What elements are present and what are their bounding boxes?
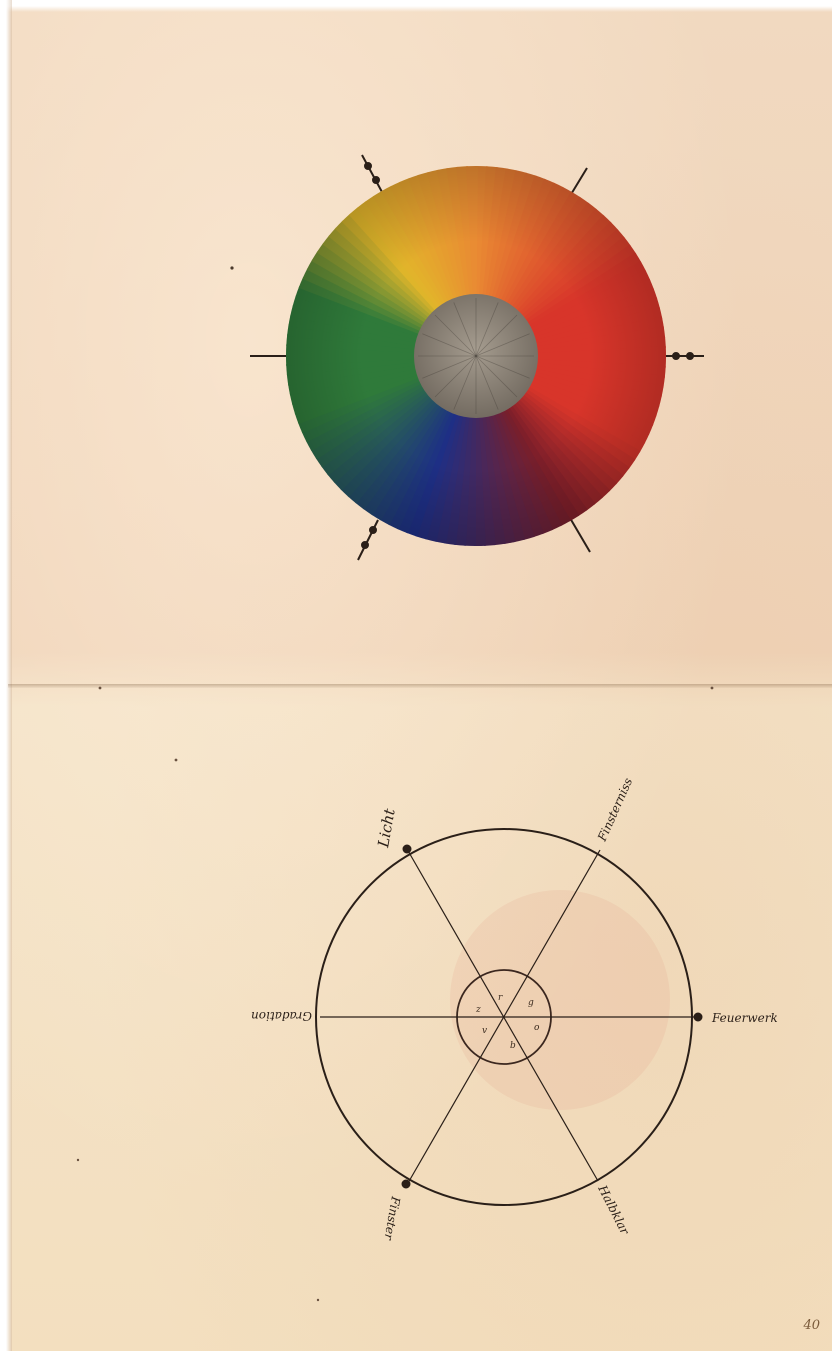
- label-right: Feuerwerk: [711, 1011, 778, 1025]
- speck: [99, 687, 102, 690]
- folio-number: 40: [790, 1318, 820, 1338]
- tick-top-left-dot: [373, 177, 379, 183]
- tick-right-dot: [687, 353, 693, 359]
- point-top-left: [403, 845, 411, 853]
- inner-mark: z: [475, 1005, 481, 1015]
- speck: [175, 759, 178, 762]
- label-bottom-left: Finster: [381, 1194, 403, 1242]
- label-bottom-right: Halbklar: [595, 1182, 633, 1238]
- point-right: [694, 1013, 702, 1021]
- wheel-hub-rays: [418, 298, 534, 414]
- hexagram-diagram: r g o b v z: [316, 829, 702, 1205]
- tick-right-dot: [673, 353, 679, 359]
- inner-mark: r: [498, 993, 503, 1003]
- tick-bottom-left: [358, 520, 378, 560]
- label-left: Gradation: [251, 1009, 312, 1023]
- red-wash: [450, 890, 670, 1110]
- label-top-left: Licht: [374, 806, 399, 849]
- tick-top-left-dot: [365, 163, 371, 169]
- speck: [711, 687, 714, 690]
- speck: [77, 1159, 79, 1161]
- color-wheel: [230, 155, 704, 560]
- tick-bottom-left-dot: [370, 527, 376, 533]
- point-bottom-left: [402, 1180, 410, 1188]
- label-top-right: Finsterniss: [595, 776, 636, 844]
- inner-mark: o: [534, 1023, 540, 1033]
- tick-top-left: [362, 155, 382, 192]
- tick-bottom-left-dot: [362, 542, 368, 548]
- inner-mark: g: [528, 998, 534, 1008]
- pin-mark: [230, 266, 233, 269]
- speck: [317, 1299, 319, 1301]
- tick-top-right: [570, 168, 587, 196]
- inner-mark: b: [510, 1041, 516, 1051]
- tick-bottom-right: [570, 518, 590, 552]
- page-edge-bottom: [0, 1351, 832, 1359]
- inner-mark: v: [482, 1026, 487, 1036]
